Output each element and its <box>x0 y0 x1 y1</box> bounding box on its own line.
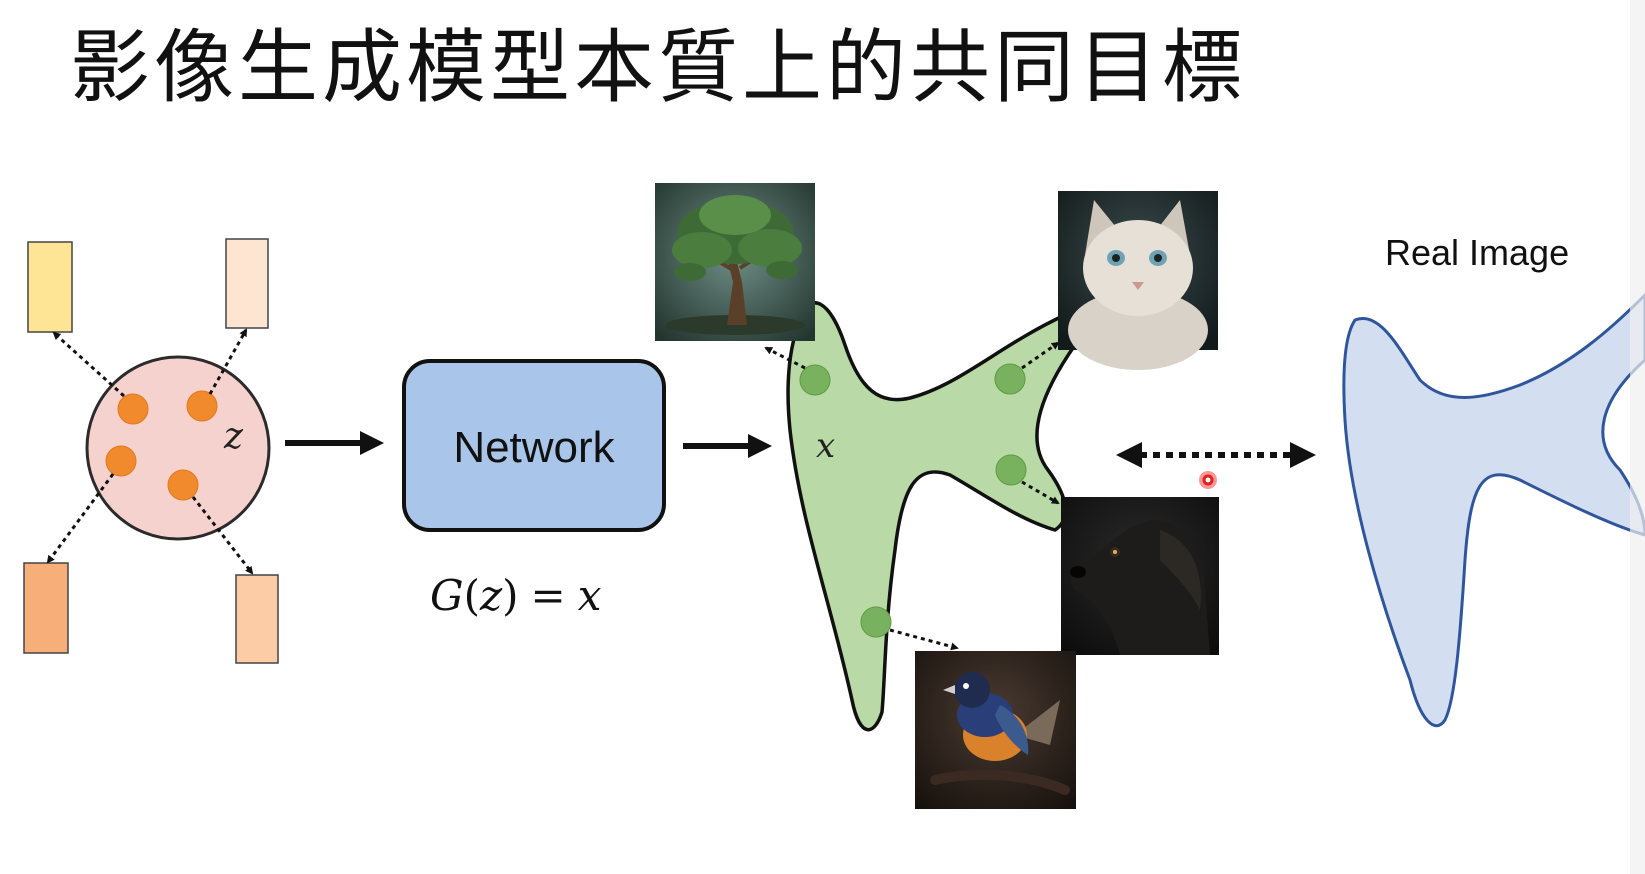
dog-thumbnail <box>1061 497 1219 655</box>
equation-equals: = <box>530 571 565 620</box>
comparison-arrow-left-head <box>1116 442 1142 468</box>
dotted-arrow <box>889 628 959 651</box>
latent-dot <box>167 469 199 501</box>
output-var-label: x <box>816 426 835 466</box>
real-image-label: Real Image <box>1385 232 1570 273</box>
equation-open-paren: ( <box>464 571 480 620</box>
generated-dot <box>995 454 1027 486</box>
latent-rect-cream <box>225 238 269 329</box>
equation-arg: z <box>479 571 503 620</box>
dotted-arrow <box>1021 480 1060 505</box>
latent-dot <box>186 390 218 422</box>
generated-dot <box>994 363 1026 395</box>
right-edge-shade <box>1630 0 1645 874</box>
equation-func: G <box>430 571 464 620</box>
laser-pointer-core <box>1202 474 1214 486</box>
real-distribution <box>1342 292 1645 728</box>
cat-thumbnail <box>1058 191 1218 370</box>
bird-thumbnail <box>915 651 1076 809</box>
equation: G(z)= x <box>430 571 602 620</box>
latent-var-label: z <box>223 416 244 457</box>
generated-dot <box>799 364 831 396</box>
dotted-arrow <box>191 496 254 575</box>
tree-thumbnail <box>655 183 815 341</box>
comparison-arrow-right-head <box>1290 442 1316 468</box>
latent-rect-orange <box>23 562 69 654</box>
equation-rhs: x <box>578 571 602 620</box>
latent-dot <box>105 445 137 477</box>
network-box <box>402 359 666 532</box>
latent-rect-peach <box>235 574 279 664</box>
dotted-arrow <box>46 473 115 564</box>
equation-close-paren: ) <box>502 571 518 620</box>
network-label: Network <box>453 423 615 472</box>
latent-rect-yellow <box>27 241 73 333</box>
generated-dot <box>860 606 892 638</box>
slide-title: 影像生成模型本質上的共同目標 <box>70 21 1246 114</box>
latent-dot <box>117 393 149 425</box>
